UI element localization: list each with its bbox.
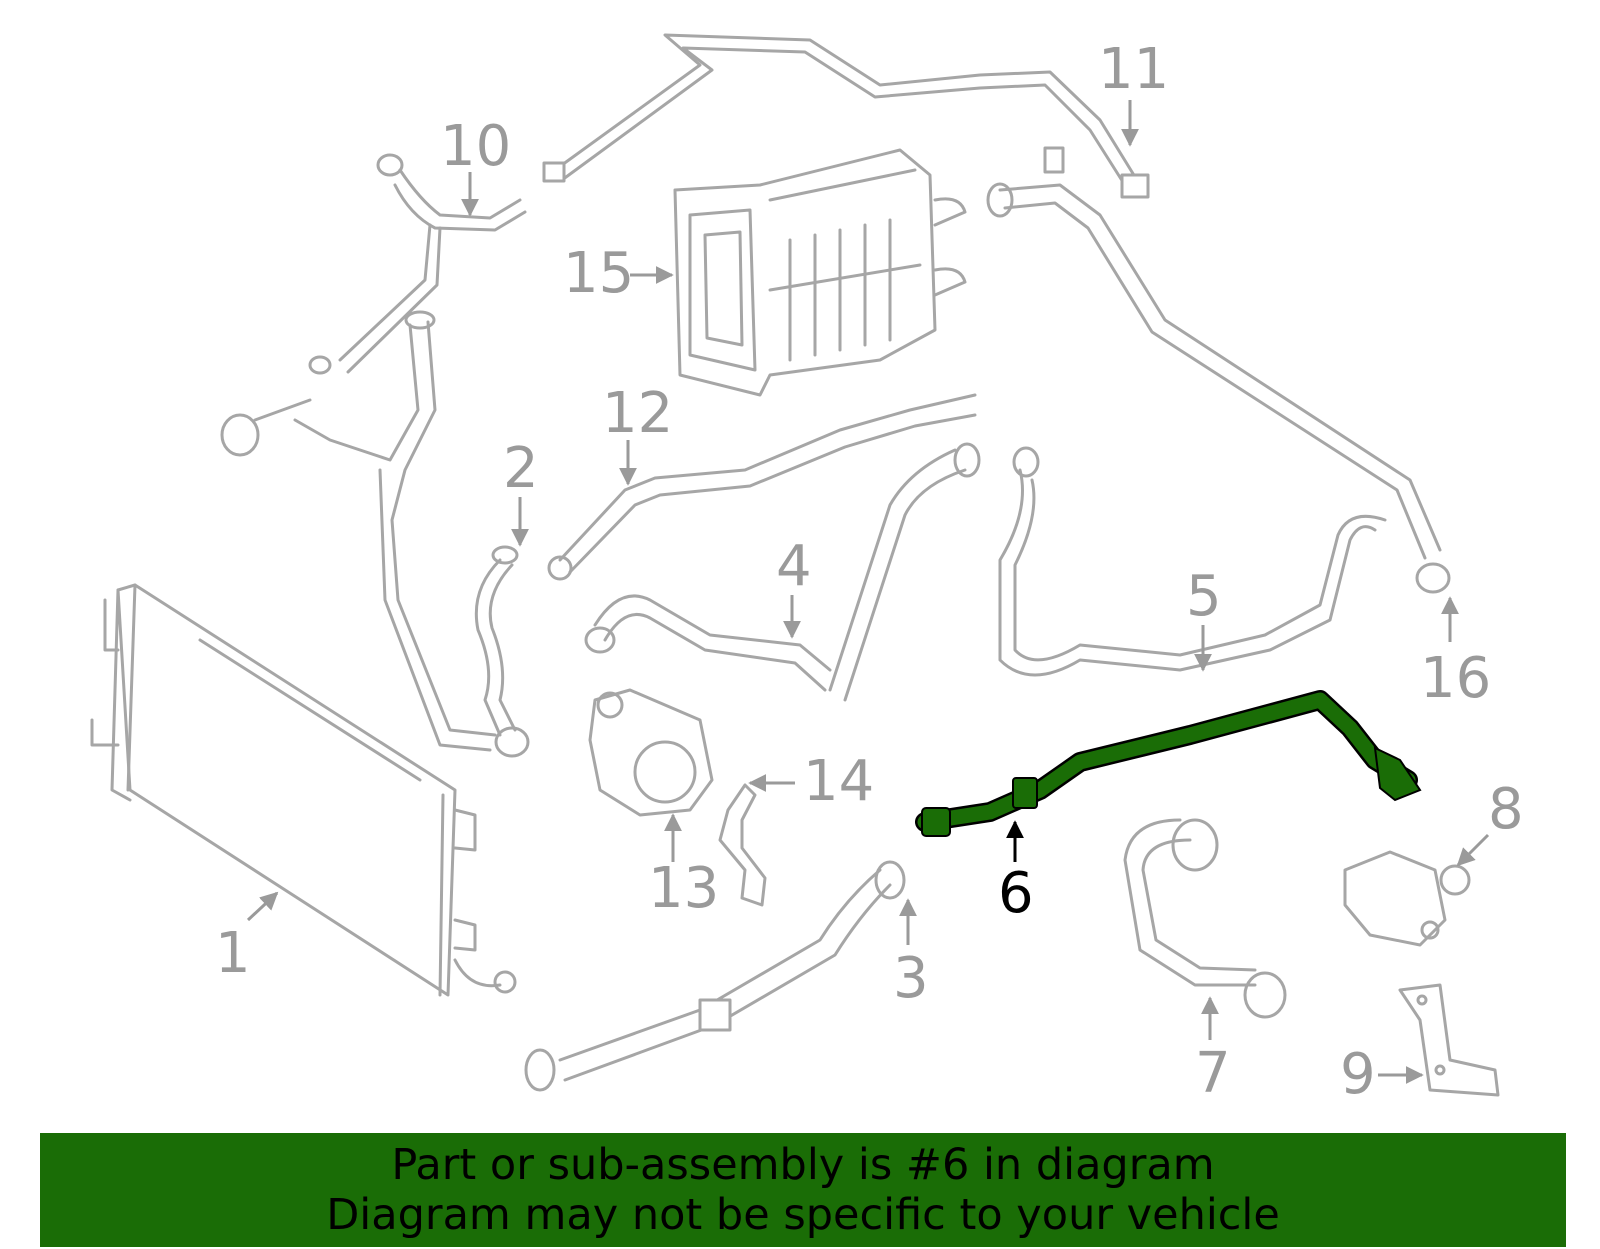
callout-8: 8 (1488, 777, 1524, 842)
bracket-part-9 (1398, 983, 1500, 1097)
callout-9: 9 (1340, 1042, 1376, 1107)
callout-16: 16 (1420, 646, 1491, 711)
callout-2: 2 (503, 436, 539, 501)
hose-part-16 (986, 146, 1451, 594)
callout-10: 10 (440, 114, 511, 179)
valve-part-8 (1343, 850, 1471, 947)
radiator-part-1 (90, 583, 517, 997)
banner-line-2: Diagram may not be specific to your vehi… (326, 1190, 1280, 1240)
callout-3: 3 (893, 946, 929, 1011)
hose-part-6-highlighted (915, 690, 1422, 837)
callout-6: 6 (998, 861, 1034, 926)
callout-11: 11 (1098, 37, 1169, 102)
arrow-1 (246, 891, 279, 922)
pipe-part-11 (542, 33, 1150, 199)
hose-part-10 (308, 153, 527, 375)
info-banner: Part or sub-assembly is #6 in diagram Di… (40, 1133, 1566, 1247)
callout-4: 4 (776, 534, 812, 599)
callout-5: 5 (1186, 564, 1222, 629)
hose-upper-left (220, 310, 497, 752)
hose-part-7 (1123, 818, 1287, 1019)
banner-line-1: Part or sub-assembly is #6 in diagram (391, 1140, 1215, 1190)
hose-part-2 (474, 545, 530, 758)
callout-12: 12 (602, 381, 673, 446)
hose-part-3 (524, 860, 906, 1092)
hose-part-4 (584, 442, 981, 702)
callout-13: 13 (648, 856, 719, 921)
bracket-part-14 (718, 783, 767, 907)
hose-part-12 (547, 393, 977, 581)
callout-14: 14 (803, 749, 874, 814)
callout-7: 7 (1195, 1041, 1231, 1106)
callout-1: 1 (215, 921, 251, 986)
pump-part-13 (588, 688, 714, 817)
hose-part-5 (998, 446, 1387, 677)
arrow-8 (1456, 833, 1490, 867)
callout-15: 15 (563, 241, 634, 306)
cooler-part-15 (673, 148, 967, 397)
